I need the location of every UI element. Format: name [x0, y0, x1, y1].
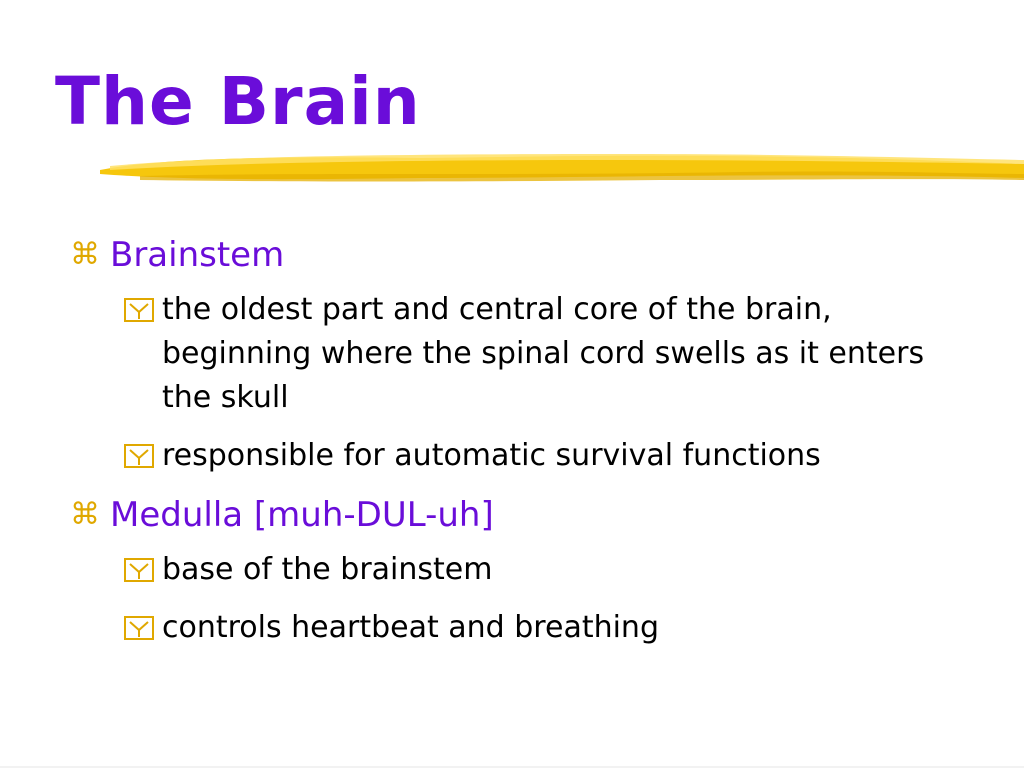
- slide-title: The Brain: [55, 63, 421, 140]
- bullet-list: ⌘ Brainstem the oldest part and central …: [70, 232, 970, 664]
- sub-bullet-item: base of the brainstem: [124, 548, 954, 592]
- checkbox-y-icon: [124, 606, 162, 650]
- checkbox-y-icon: [124, 434, 162, 478]
- bullet-item: ⌘ Medulla [muh-DUL-uh]: [70, 492, 970, 538]
- sub-bullet-text: base of the brainstem: [162, 552, 493, 587]
- sub-bullet-list: base of the brainstem controls heartbeat…: [124, 548, 970, 650]
- checkbox-y-icon: [124, 548, 162, 592]
- sub-bullet-text: responsible for automatic survival funct…: [162, 438, 821, 473]
- sub-bullet-list: the oldest part and central core of the …: [124, 288, 970, 478]
- sub-bullet-item: responsible for automatic survival funct…: [124, 434, 954, 478]
- sub-bullet-text: the oldest part and central core of the …: [162, 292, 925, 415]
- command-bullet-icon: ⌘: [70, 237, 100, 272]
- checkbox-y-icon: [124, 288, 162, 332]
- footer-divider: [0, 766, 1024, 768]
- command-bullet-icon: ⌘: [70, 497, 100, 532]
- bullet-item: ⌘ Brainstem: [70, 232, 970, 278]
- sub-bullet-item: controls heartbeat and breathing: [124, 606, 954, 650]
- bullet-label: Brainstem: [110, 235, 285, 275]
- bullet-label: Medulla [muh-DUL-uh]: [110, 495, 494, 535]
- sub-bullet-item: the oldest part and central core of the …: [124, 288, 954, 420]
- title-underline-brushstroke: [100, 154, 1024, 182]
- sub-bullet-text: controls heartbeat and breathing: [162, 610, 659, 645]
